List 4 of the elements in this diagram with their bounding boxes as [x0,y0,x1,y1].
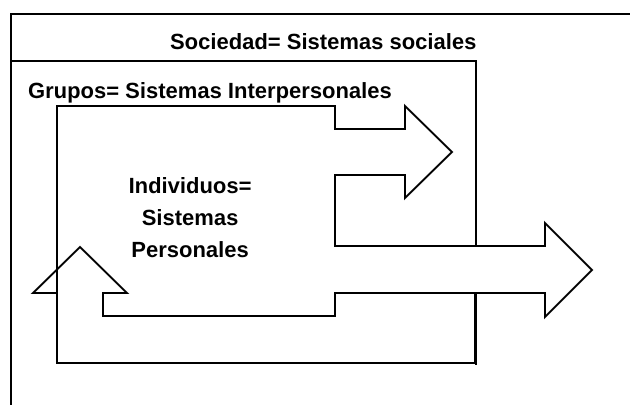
box-heading: Grupos= Sistemas Interpersonales [28,77,392,105]
system-box [10,13,630,405]
box-heading: Individuos= Sistemas Personales [128,172,252,264]
box-heading: Sociedad= Sistemas sociales [170,28,476,56]
